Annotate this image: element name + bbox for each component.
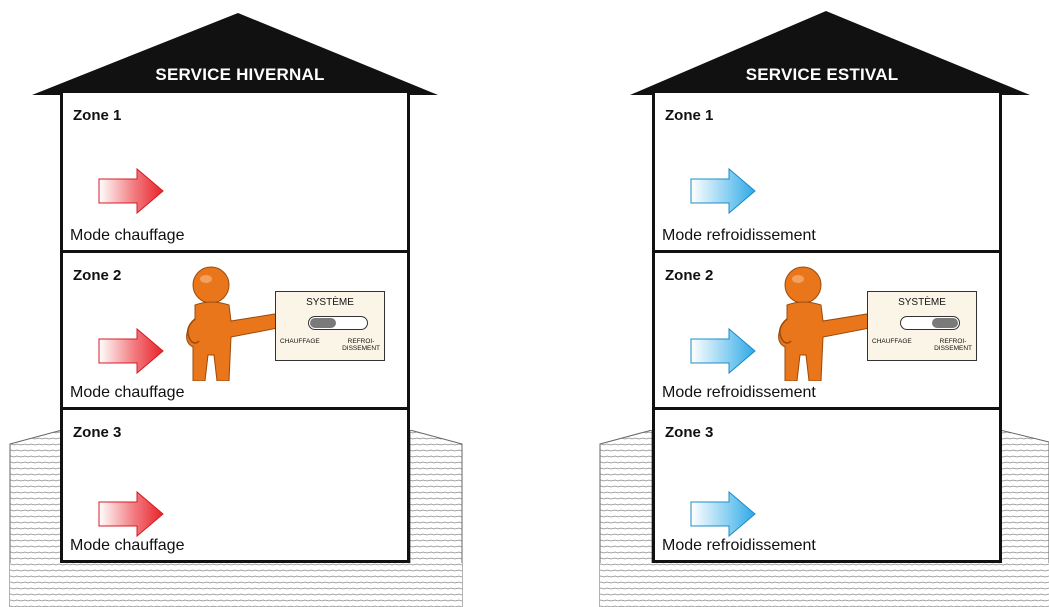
- toggle-knob[interactable]: [310, 318, 336, 328]
- ground-terrain: [9, 430, 463, 607]
- heating-arrow-icon: [98, 167, 164, 215]
- switch-label-cooling: REFROI-DISSEMENT: [342, 338, 380, 352]
- zone-3: Zone 3 Mode chauffage: [63, 407, 407, 560]
- system-switch-panel: SYSTÈME CHAUFFAGE REFROI-DISSEMENT: [867, 291, 977, 361]
- summer-service-panel: SERVICE ESTIVAL Zone 1 Mode refroidissem…: [590, 0, 1049, 607]
- pointing-person-icon: [778, 266, 876, 381]
- zone-2: Zone 2 SYSTÈME CHAUFFAGE REFROI-DISSEMEN…: [655, 250, 999, 407]
- switch-title: SYSTÈME: [898, 297, 946, 308]
- zone-mode-text: Mode chauffage: [70, 537, 185, 554]
- switch-label-heating: CHAUFFAGE: [872, 338, 912, 345]
- zone-label: Zone 2: [665, 267, 714, 284]
- zone-mode-text: Mode chauffage: [70, 384, 185, 401]
- cooling-arrow-icon: [690, 490, 756, 538]
- zone-label: Zone 1: [665, 107, 714, 124]
- roof: [32, 13, 438, 95]
- toggle-knob[interactable]: [932, 318, 958, 328]
- winter-service-panel: SERVICE HIVERNAL Zone 1 Mode chauffage Z…: [0, 0, 520, 607]
- ground-terrain: [599, 430, 1049, 607]
- zone-1: Zone 1 Mode chauffage: [63, 93, 407, 250]
- cooling-arrow-icon: [690, 327, 756, 375]
- switch-label-heating: CHAUFFAGE: [280, 338, 320, 345]
- cooling-arrow-icon: [690, 167, 756, 215]
- zone-label: Zone 2: [73, 267, 122, 284]
- zone-mode-text: Mode refroidissement: [662, 537, 816, 554]
- building: Zone 1 Mode refroidissement Zone 2 SYSTÈ…: [652, 90, 1002, 563]
- zone-label: Zone 3: [665, 424, 714, 441]
- system-mode-toggle[interactable]: [308, 316, 368, 330]
- zone-label: Zone 1: [73, 107, 122, 124]
- heating-arrow-icon: [98, 327, 164, 375]
- switch-title: SYSTÈME: [306, 297, 354, 308]
- service-title: SERVICE HIVERNAL: [155, 65, 325, 84]
- zone-3: Zone 3 Mode refroidissement: [655, 407, 999, 560]
- zone-mode-text: Mode refroidissement: [662, 227, 816, 244]
- switch-label-cooling: REFROI-DISSEMENT: [934, 338, 972, 352]
- roof: [630, 11, 1030, 95]
- zone-mode-text: Mode chauffage: [70, 227, 185, 244]
- building: Zone 1 Mode chauffage Zone 2 SYSTÈME: [60, 90, 410, 563]
- zone-1: Zone 1 Mode refroidissement: [655, 93, 999, 250]
- zone-label: Zone 3: [73, 424, 122, 441]
- heating-arrow-icon: [98, 490, 164, 538]
- zone-mode-text: Mode refroidissement: [662, 384, 816, 401]
- zone-2: Zone 2 SYSTÈME CHAUFFAGE REFROI-DISSEMEN…: [63, 250, 407, 407]
- service-title: SERVICE ESTIVAL: [745, 65, 899, 84]
- system-switch-panel: SYSTÈME CHAUFFAGE REFROI-DISSEMENT: [275, 291, 385, 361]
- pointing-person-icon: [186, 266, 284, 381]
- system-mode-toggle[interactable]: [900, 316, 960, 330]
